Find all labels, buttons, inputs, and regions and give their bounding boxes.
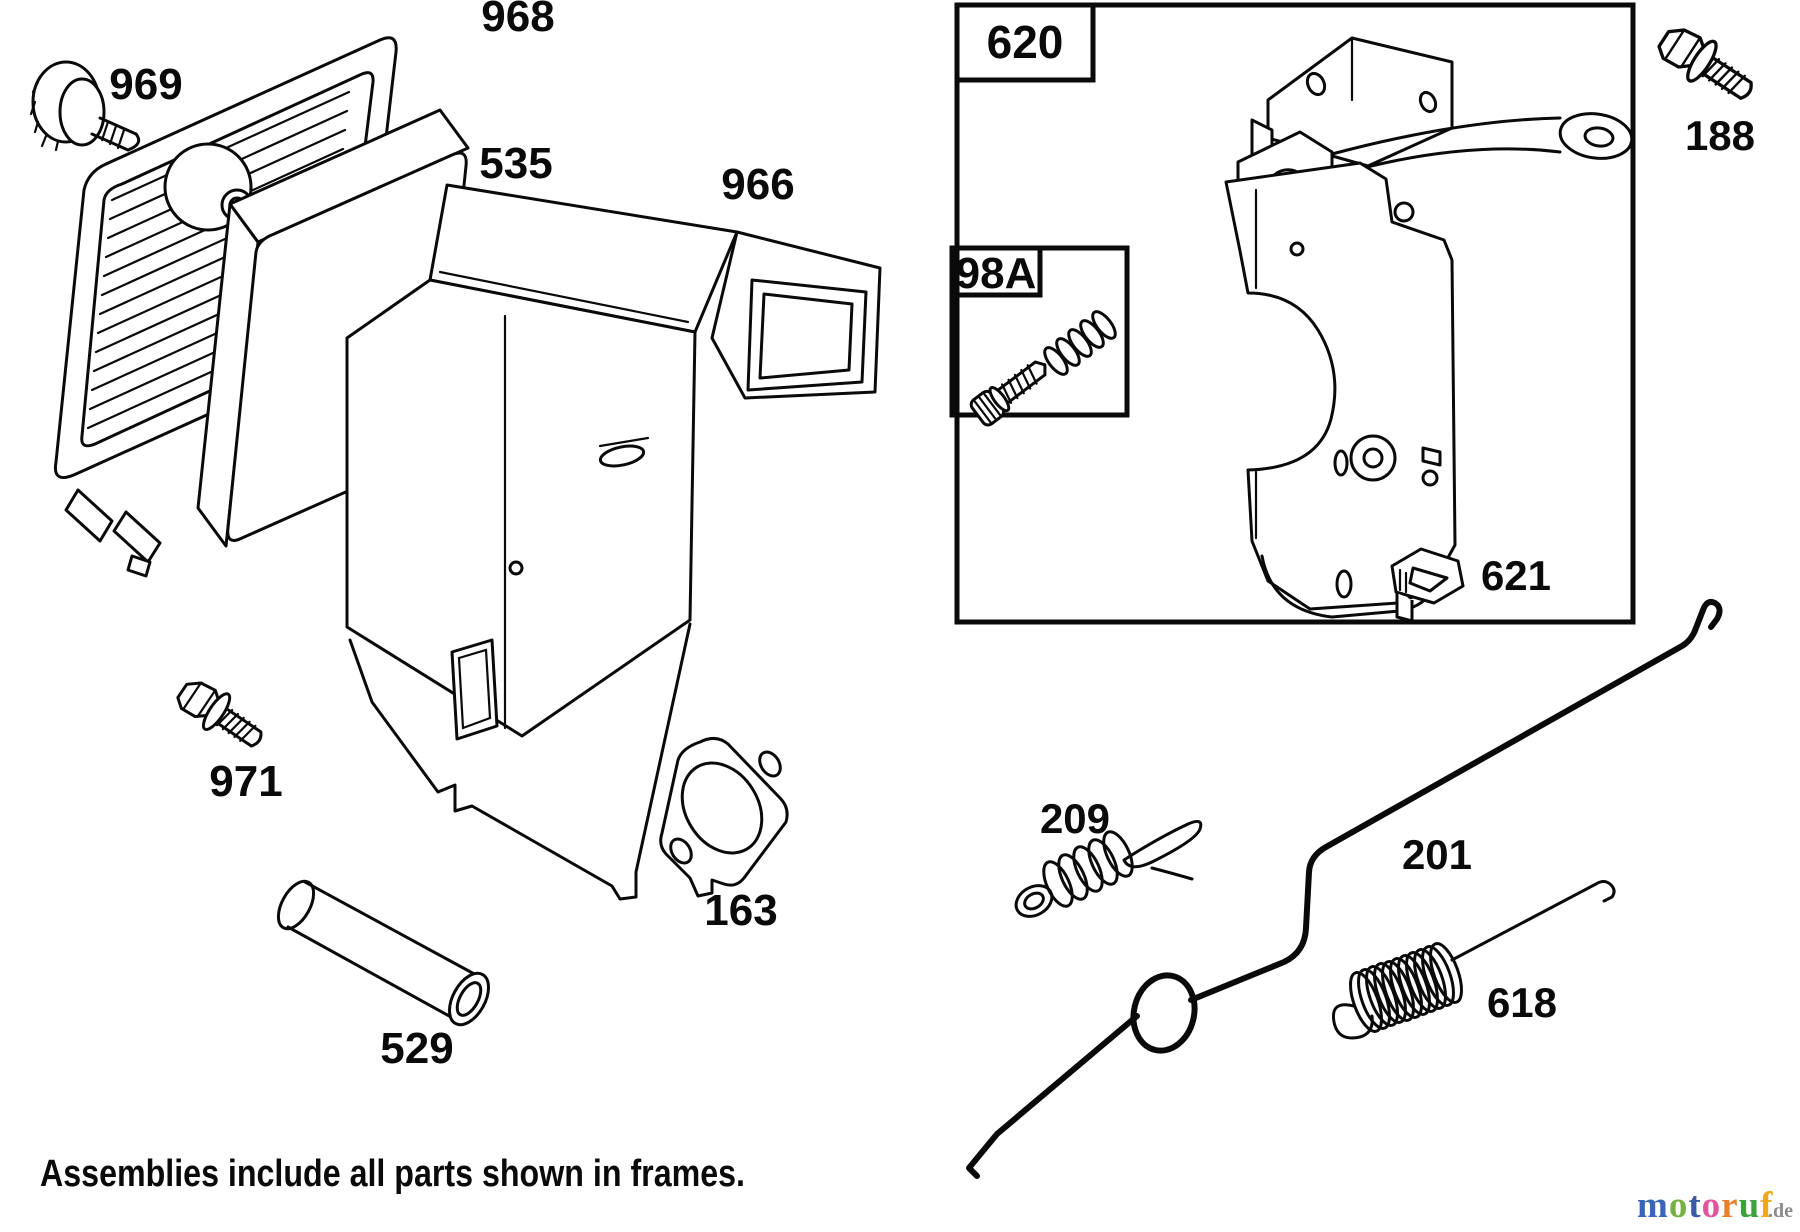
callout-201: 201	[1402, 831, 1472, 878]
watermark-suffix: .de	[1768, 1200, 1793, 1222]
spring-link-drawing	[1014, 819, 1203, 918]
breather-tube-drawing	[276, 879, 490, 1027]
callout-971: 971	[209, 757, 282, 806]
gasket-drawing	[659, 737, 789, 898]
governor-spring-drawing	[1331, 880, 1616, 1040]
callout-163: 163	[704, 886, 777, 935]
idle-spring-drawing	[1043, 310, 1117, 376]
cover-tab	[64, 488, 114, 543]
bracket-arm	[1330, 116, 1562, 176]
blower-housing-drawing	[345, 183, 882, 901]
callout-188: 188	[1685, 112, 1755, 159]
assembly-frame-620	[954, 2, 1636, 625]
bracket-plate	[1224, 161, 1457, 611]
frame-label-620: 620	[987, 16, 1064, 68]
assembly-frame-620-labelbox	[954, 2, 1096, 83]
cover-tab	[112, 510, 162, 564]
callout-966: 966	[721, 160, 794, 209]
callout-209: 209	[1040, 795, 1110, 842]
bolt-small-drawing	[176, 681, 263, 748]
callout-529: 529	[380, 1024, 453, 1073]
callout-969: 969	[109, 60, 182, 109]
callout-535: 535	[479, 139, 552, 188]
frame-label-98a: 98A	[956, 249, 1037, 298]
watermark-logo: motoruf	[1637, 1185, 1774, 1226]
bolt-flange-drawing	[1657, 28, 1753, 100]
inset-frame-98a-labelbox	[949, 245, 1043, 298]
knob-drawing	[29, 60, 141, 152]
callout-618: 618	[1487, 979, 1557, 1026]
clip-drawing	[1390, 547, 1465, 623]
idle-screw-drawing	[969, 360, 1047, 427]
governor-rod-drawing	[966, 598, 1723, 1179]
callout-621: 621	[1481, 552, 1551, 599]
control-bracket-drawing	[1224, 36, 1634, 619]
callout-968: 968	[481, 0, 554, 41]
housing-latch	[598, 444, 646, 468]
footnote-text: Assemblies include all parts shown in fr…	[40, 1153, 745, 1195]
